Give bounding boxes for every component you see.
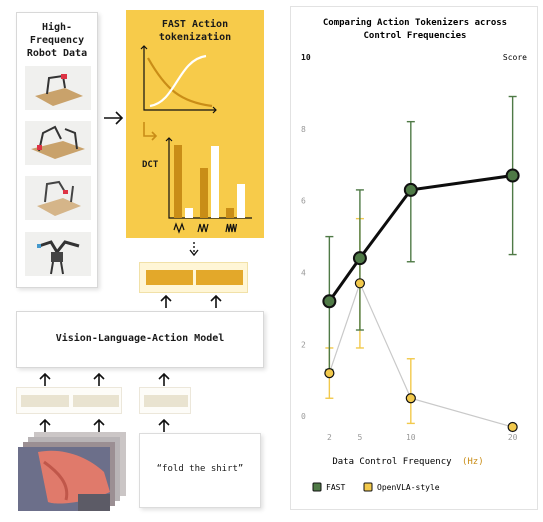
fast-tokenization-panel: FAST Action tokenization DCT xyxy=(126,10,264,238)
data-point xyxy=(354,278,366,289)
language-prompt-box: “fold the shirt” xyxy=(139,433,261,508)
arrow-up-icon xyxy=(39,372,51,386)
legend-label-openvla: OpenVLA-style xyxy=(377,483,440,492)
text-token xyxy=(144,395,188,407)
y-tick-label: 4 xyxy=(301,269,306,278)
arrow-up-icon xyxy=(160,294,172,308)
series-line xyxy=(328,281,513,428)
legend: FAST OpenVLA-style xyxy=(312,482,440,492)
text-embedding-box xyxy=(139,387,191,414)
legend-swatch-openvla xyxy=(363,482,373,492)
robot-data-title: High- Frequency Robot Data xyxy=(26,22,88,59)
up-arrows-to-embeddings xyxy=(39,418,170,432)
up-arrows-to-vla xyxy=(39,372,170,386)
data-point xyxy=(507,421,518,433)
arrow-up-icon xyxy=(39,418,51,432)
arrow-up-icon xyxy=(93,372,105,386)
chart-title-line1: Comparing Action Tokenizers across xyxy=(323,17,507,28)
prompt-text: “fold the shirt” xyxy=(156,464,244,474)
observation-image-stack xyxy=(18,432,126,511)
y-tick-label: 0 xyxy=(301,412,306,421)
vla-model-label: Vision-Language-Action Model xyxy=(55,333,225,344)
action-token xyxy=(146,270,193,285)
data-point xyxy=(405,393,416,404)
robot-image-2 xyxy=(25,121,91,165)
chart-panel: Comparing Action Tokenizers across Contr… xyxy=(290,6,538,510)
dashed-arrow-down-icon xyxy=(189,242,199,257)
fast-title: FAST Action tokenization xyxy=(158,19,232,43)
tokenizer-comparison-chart: Comparing Action Tokenizers across Contr… xyxy=(301,17,527,492)
legend-label-fast: FAST xyxy=(326,483,345,492)
image-token xyxy=(21,395,69,407)
series-line xyxy=(328,174,513,303)
legend-swatch-fast xyxy=(312,482,322,492)
robot-image-1 xyxy=(25,66,91,110)
vla-model-box: Vision-Language-Action Model xyxy=(16,311,264,368)
arrow-right-icon xyxy=(104,111,124,125)
data-point xyxy=(352,251,367,266)
data-point xyxy=(403,182,418,197)
data-point xyxy=(505,168,520,183)
y-tick-label: 10 xyxy=(301,53,311,62)
y-tick-label: 2 xyxy=(301,340,306,349)
chart-title-line2: Control Frequencies xyxy=(364,30,467,41)
y-tick-label: 6 xyxy=(301,197,306,206)
x-axis-label: Data Control Frequency (Hz) xyxy=(332,457,483,467)
up-arrows-to-tokens xyxy=(160,294,222,308)
fast-illustration xyxy=(140,45,252,234)
x-tick-label: 20 xyxy=(508,433,518,442)
y-axis-label: Score xyxy=(503,53,527,62)
image-embedding-box xyxy=(16,387,122,414)
x-tick-label: 2 xyxy=(327,433,332,442)
dct-label: DCT xyxy=(142,160,159,170)
action-token-box xyxy=(139,262,248,293)
data-point xyxy=(324,368,335,379)
arrow-up-icon xyxy=(158,372,170,386)
action-token xyxy=(196,270,243,285)
x-tick-label: 5 xyxy=(357,433,362,442)
robot-data-panel: High- Frequency Robot Data xyxy=(16,12,98,288)
arrow-up-icon xyxy=(93,418,105,432)
robot-image-3 xyxy=(25,176,91,220)
data-point xyxy=(322,294,337,309)
x-tick-label: 10 xyxy=(406,433,416,442)
arrow-up-icon xyxy=(210,294,222,308)
robot-image-4 xyxy=(25,232,91,276)
y-tick-label: 8 xyxy=(301,125,306,134)
image-token xyxy=(73,395,119,407)
arrow-up-icon xyxy=(158,418,170,432)
